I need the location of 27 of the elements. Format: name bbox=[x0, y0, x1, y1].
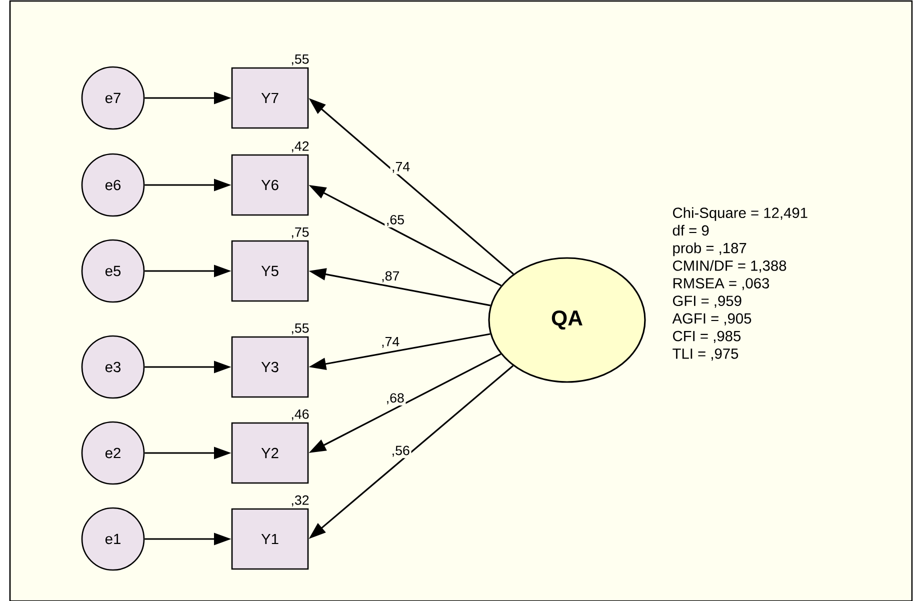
label: RMSEA = ,063 bbox=[673, 278, 770, 290]
indicator-box: Y2 bbox=[231, 422, 309, 484]
loading-value: ,55 bbox=[292, 54, 309, 66]
loading-value: ,42 bbox=[292, 141, 309, 152]
label: CFI = ,985 bbox=[673, 330, 741, 343]
indicator-box: Y1 bbox=[231, 508, 309, 570]
loading-value: ,75 bbox=[292, 228, 309, 238]
label: df = 9 bbox=[672, 224, 709, 236]
label: prob = ,187 bbox=[673, 242, 746, 256]
label: Chi-Square = 12,491 bbox=[673, 207, 808, 221]
label: AGFI = ,905 bbox=[672, 313, 752, 326]
loading-value: ,32 bbox=[292, 495, 309, 506]
edge-label: ,56 bbox=[390, 444, 412, 458]
indicator-box: Y5 bbox=[231, 240, 309, 302]
edge-label: ,65 bbox=[384, 214, 406, 228]
loading-value: ,55 bbox=[292, 324, 309, 334]
fit-statistics: Chi-Square = 12,491 df = 9 prob = ,187 CMIN/DF = 1,388 RMSEA = ,063 GFI = ,959 AGFI = ,905 CFI = ,985 TLI = ,975 bbox=[672, 207, 808, 361]
edge-label: ,74 bbox=[390, 160, 412, 174]
label: CMIN/DF = 1,388 bbox=[673, 260, 786, 273]
indicator-box: Y7 bbox=[231, 67, 309, 129]
label: GFI = ,959 bbox=[673, 296, 742, 308]
indicator-box: Y3 bbox=[231, 336, 309, 398]
edge-label: ,74 bbox=[380, 336, 401, 350]
label: TLI = ,975 bbox=[672, 348, 738, 361]
edge-label: ,68 bbox=[384, 392, 406, 406]
loading-value: ,46 bbox=[292, 409, 309, 420]
indicator-box: Y6 bbox=[231, 154, 309, 216]
